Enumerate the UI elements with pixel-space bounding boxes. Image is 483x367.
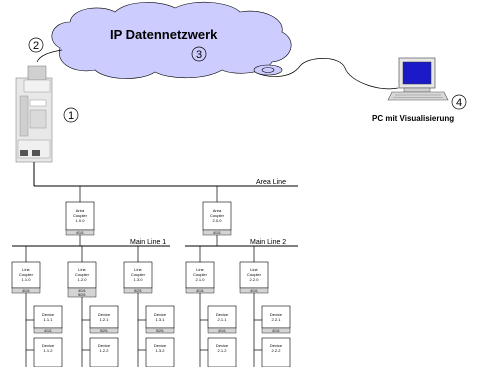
- device-2-1-2: Device 2.1.2: [207, 337, 237, 367]
- device-2-2-1-address: 2.2.1: [272, 317, 282, 322]
- device-1-3-2: Device 1.3.2: [145, 337, 175, 367]
- line-coupler-3: Line Coupler 1.3.0 5/2/1: [123, 261, 153, 294]
- line-coupler-1-type: Coupler: [19, 272, 34, 277]
- device-1-2-1: Device 1.2.1 5/2/1: [89, 305, 119, 334]
- ip-router-device: [15, 65, 53, 163]
- main-line-2-label: Main Line 2: [250, 239, 286, 246]
- device-2-2-2-name: Device: [270, 343, 283, 348]
- area-coupler-1: Area Coupler 1.0.0 4/1/1: [65, 201, 95, 236]
- network-title: IP Datennetzwerk: [110, 27, 218, 42]
- pc-icon: [387, 57, 449, 101]
- marker-1: 1: [68, 110, 74, 122]
- device-1-3-2-address: 1.3.2: [156, 348, 166, 353]
- line-coupler-2-address: 1.2.0: [78, 277, 88, 282]
- device-2-2-1: Device 2.2.1 4/1/1: [261, 305, 291, 334]
- area-coupler-2-name: Area: [213, 208, 222, 213]
- line-coupler-4-type: Coupler: [193, 272, 208, 277]
- device-1-3-1-tag: 5/2/1: [156, 329, 164, 333]
- area-coupler-1-name: Area: [76, 208, 85, 213]
- device-1-1-2-name: Device: [42, 343, 55, 348]
- line-coupler-5-tag: 4/1/1: [250, 289, 258, 293]
- device-1-1-2-address: 1.1.2: [44, 348, 54, 353]
- area-coupler-2: Area Coupler 2.0.0 4/1/1: [202, 201, 232, 236]
- marker-4: 4: [456, 97, 462, 109]
- device-1-2-1-name: Device: [98, 312, 111, 317]
- line-coupler-2-type: Coupler: [75, 272, 90, 277]
- device-2-2-2: Device 2.2.2: [261, 337, 291, 367]
- device-1-3-1-address: 1.3.1: [156, 317, 166, 322]
- device-1-1-1-name: Device: [42, 312, 55, 317]
- line-coupler-2-tag2: 5/2/1: [78, 293, 86, 297]
- line-coupler-3-address: 1.3.0: [134, 277, 144, 282]
- line-coupler-3-tag: 5/2/1: [134, 289, 142, 293]
- line-coupler-3-type: Coupler: [131, 272, 146, 277]
- area-line-label: Area Line: [256, 179, 286, 186]
- device-2-1-2-name: Device: [216, 343, 229, 348]
- marker-1-circle: [63, 107, 79, 123]
- line-coupler-2-tag: 4/1/1: [78, 289, 86, 293]
- pc-label: PC mit Visualisierung: [372, 114, 454, 123]
- marker-4-circle: [451, 94, 467, 110]
- line-coupler-2: Line Coupler 1.2.0 4/1/1 5/2/1: [67, 261, 97, 298]
- line-coupler-1-address: 1.1.0: [22, 277, 32, 282]
- line-coupler-1: Line Coupler 1.1.0 4/1/1: [11, 261, 41, 294]
- device-1-1-1-tag: 4/1/1: [44, 329, 52, 333]
- marker-3: 3: [196, 49, 202, 61]
- device-1-1-2: Device 1.1.2: [33, 337, 63, 367]
- area-coupler-1-address: 1.0.0: [76, 218, 86, 223]
- area-coupler-2-tag: 4/1/1: [213, 231, 221, 235]
- device-2-1-2-address: 2.1.2: [218, 348, 228, 353]
- line-coupler-1-tag: 4/1/1: [22, 289, 30, 293]
- device-1-2-2-address: 1.2.2: [100, 348, 110, 353]
- main-line-1-label: Main Line 1: [130, 239, 166, 246]
- router-network-link: [36, 49, 63, 63]
- marker-3-circle: [191, 46, 207, 62]
- device-1-3-1: Device 1.3.1 5/2/1: [145, 305, 175, 334]
- device-1-2-1-tag: 5/2/1: [100, 329, 108, 333]
- area-coupler-1-tag: 4/1/1: [76, 231, 84, 235]
- device-stubs: [26, 319, 262, 351]
- line-coupler-2-name: Line: [78, 267, 86, 272]
- line-coupler-5-type: Coupler: [247, 272, 262, 277]
- line-coupler-4: Line Coupler 2.1.0 4/1/1: [185, 261, 215, 294]
- line-coupler-1-name: Line: [22, 267, 30, 272]
- line-coupler-4-tag: 4/1/1: [196, 289, 204, 293]
- device-2-1-1: Device 2.1.1 4/1/1: [207, 305, 237, 334]
- line-coupler-5-address: 2.2.0: [250, 277, 260, 282]
- device-1-2-2-name: Device: [98, 343, 111, 348]
- line-coupler-4-address: 2.1.0: [196, 277, 206, 282]
- device-1-3-2-name: Device: [154, 343, 167, 348]
- device-1-2-1-address: 1.2.1: [100, 317, 110, 322]
- marker-2-circle: [28, 37, 44, 53]
- area-coupler-2-address: 2.0.0: [213, 218, 223, 223]
- device-2-1-1-name: Device: [216, 312, 229, 317]
- device-1-3-1-name: Device: [154, 312, 167, 317]
- line-coupler-4-name: Line: [196, 267, 204, 272]
- device-1-1-1-address: 1.1.1: [44, 317, 54, 322]
- ip-network-cloud: [51, 1, 399, 90]
- area-coupler-2-type: Coupler: [210, 213, 225, 218]
- device-2-1-1-tag: 4/1/1: [218, 329, 226, 333]
- line-coupler-5: Line Coupler 2.2.0 4/1/1: [239, 261, 269, 294]
- device-2-2-1-tag: 4/1/1: [272, 329, 280, 333]
- device-1-1-1: Device 1.1.1 4/1/1: [33, 305, 63, 334]
- area-coupler-1-type: Coupler: [73, 213, 88, 218]
- marker-2: 2: [33, 40, 39, 52]
- line-coupler-3-name: Line: [134, 267, 142, 272]
- line-coupler-5-name: Line: [250, 267, 258, 272]
- device-2-1-1-address: 2.1.1: [218, 317, 228, 322]
- device-2-2-1-name: Device: [270, 312, 283, 317]
- device-1-2-2: Device 1.2.2: [89, 337, 119, 367]
- device-2-2-2-address: 2.2.2: [272, 348, 282, 353]
